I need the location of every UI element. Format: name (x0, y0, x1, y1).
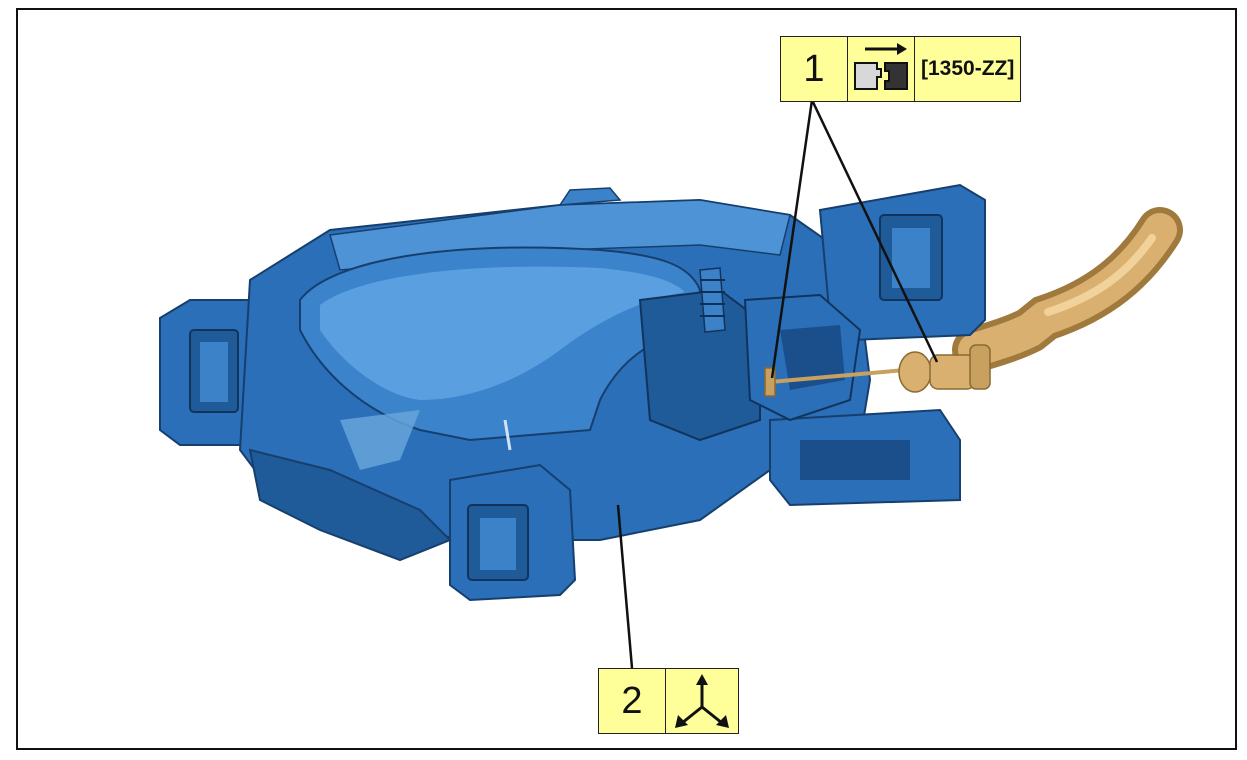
callout-2-number: 2 (599, 669, 666, 733)
cable-sheath (952, 207, 1183, 373)
tool-code-label: [1350-ZZ] (921, 57, 1015, 80)
callout-2: 2 (598, 668, 739, 734)
tool-insert-icon (848, 37, 915, 101)
three-way-arrows-icon (666, 669, 738, 733)
handle-frame (159, 183, 986, 602)
leader-lines (616, 99, 939, 669)
callout-1-number: 1 (781, 37, 848, 101)
cable-end (764, 344, 991, 397)
callout-1: 1 [1350-ZZ] (780, 36, 1022, 102)
